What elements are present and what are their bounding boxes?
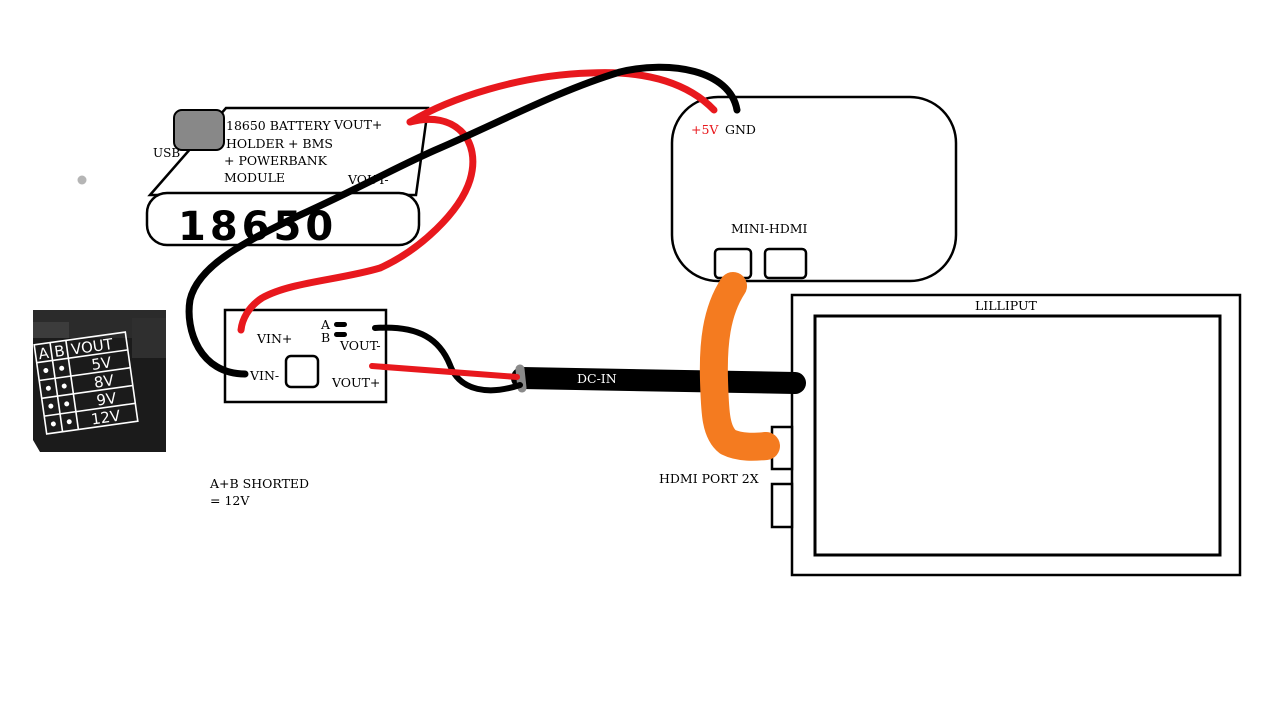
- converter-jumper-a: A: [320, 317, 331, 332]
- jumper-pad-a: [334, 322, 347, 327]
- mini-hdmi-port-2: [763, 247, 808, 280]
- converter-potentiometer: [284, 354, 320, 389]
- photo-row-9v: 9V: [95, 389, 118, 410]
- board-gnd: GND: [725, 122, 756, 137]
- battery-holder: 18650 USB 18650 BATTERY HOLDER + BMS + P…: [145, 106, 430, 250]
- wire-vout-to-vin-plus: [237, 115, 477, 334]
- jumper-pad-b: [334, 332, 347, 337]
- converter-jumper-b: B: [321, 330, 330, 345]
- usb-port-icon: [173, 109, 225, 151]
- board-mini-hdmi: MINI-HDMI: [731, 221, 808, 236]
- jumper-table-photo: A B VOUT 5V 8V 9V 12V: [33, 310, 166, 452]
- usb-label: USB: [153, 146, 180, 160]
- note-line2: = 12V: [210, 493, 250, 508]
- battery-title-line4: MODULE: [224, 170, 285, 185]
- wire-vout-minus-to-dc: [372, 324, 523, 394]
- monitor-title: LILLIPUT: [975, 298, 1038, 313]
- note-line1: A+B SHORTED: [209, 476, 309, 491]
- battery-vout-plus: VOUT+: [333, 117, 382, 132]
- board-plus5v: +5V: [691, 122, 719, 137]
- hdmi-cable: [699, 272, 780, 461]
- battery-title-line3: + POWERBANK: [224, 153, 328, 168]
- battery-title-line2: HOLDER + BMS: [226, 136, 333, 151]
- wire-vout-plus-to-dc: [369, 363, 520, 380]
- photo-header-a: A: [37, 344, 50, 363]
- battery-title-line1: 18650 BATTERY: [226, 118, 331, 133]
- dc-in-label: DC-IN: [577, 371, 617, 386]
- dc-cable: DC-IN: [511, 364, 806, 394]
- converter-vin-minus: VIN-: [249, 368, 279, 383]
- photo-row-5v: 5V: [90, 353, 113, 374]
- photo-row-8v: 8V: [93, 371, 116, 392]
- photo-header-b: B: [53, 342, 66, 361]
- converter-vout-minus: VOUT-: [339, 338, 381, 353]
- hdmi-port-label: HDMI PORT 2X: [659, 471, 759, 486]
- controller-board: +5V GND MINI-HDMI: [670, 95, 958, 283]
- wire-vout-to-plus5v: [406, 69, 718, 126]
- photo-row-12v: 12V: [90, 407, 122, 429]
- stray-dot: [77, 175, 87, 185]
- boost-converter: VIN+ VIN- A B VOUT- VOUT+: [223, 308, 388, 404]
- lilliput-monitor: LILLIPUT HDMI PORT 2X: [659, 293, 1242, 577]
- converter-vout-plus: VOUT+: [331, 375, 380, 390]
- converter-vin-plus: VIN+: [256, 331, 292, 346]
- photo-header-vout: VOUT: [70, 335, 115, 359]
- hdmi-port-lower: [770, 482, 794, 529]
- wire-vin-minus-to-gnd: [185, 63, 741, 378]
